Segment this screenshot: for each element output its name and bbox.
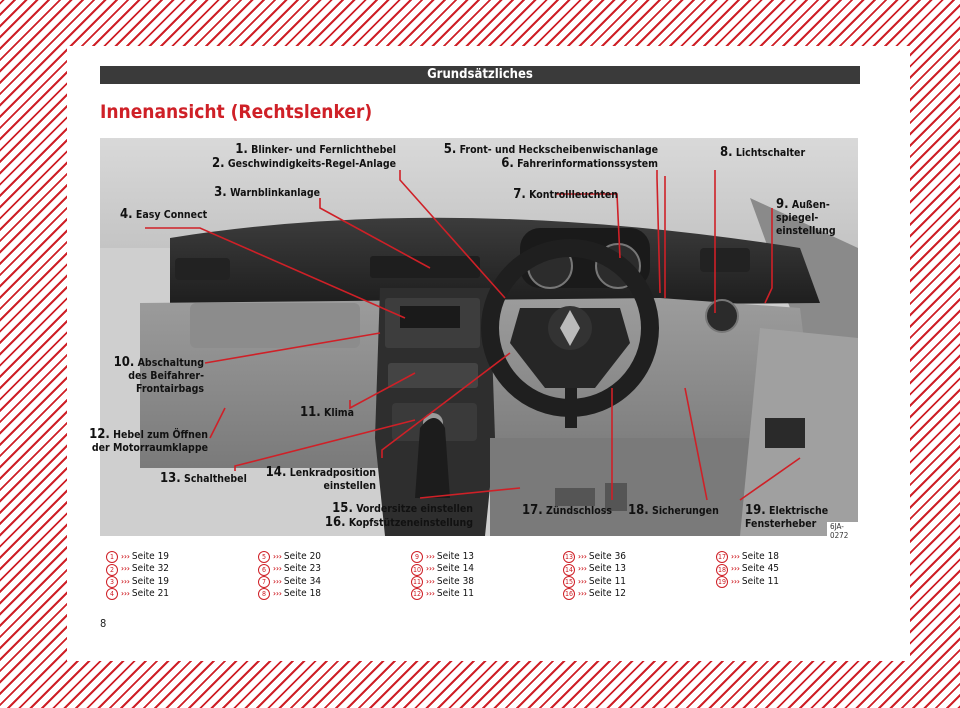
- callout-number-icon: 16: [563, 588, 575, 601]
- ref-item: 7›››Seite 34: [258, 576, 321, 588]
- label-15-16: 15. Vordersitze einstellen 16. Kopfstütz…: [324, 501, 473, 530]
- ref-item: 2›››Seite 32: [106, 563, 169, 576]
- ref-column-5: 17›››Seite 18 18›››Seite 45 19›››Seite 1…: [716, 551, 779, 588]
- callout-number-icon: 4: [106, 588, 118, 601]
- label-4: 4. Easy Connect: [120, 207, 208, 222]
- ref-item: 8›››Seite 18: [258, 588, 321, 601]
- ref-item: 9›››Seite 13: [411, 551, 474, 564]
- page-number: 8: [100, 617, 107, 630]
- label-7: 7. Kontrollleuchten: [513, 187, 618, 202]
- callout-number-icon: 12: [411, 588, 423, 601]
- callout-number-icon: 18: [716, 563, 728, 576]
- ref-item: 10›››Seite 14: [411, 563, 475, 576]
- ref-item: 1›››Seite 19: [106, 551, 169, 564]
- section-header: Grundsätzliches: [100, 66, 860, 84]
- ref-item: 14›››Seite 13: [563, 563, 627, 576]
- ref-item: 18›››Seite 45: [716, 563, 780, 576]
- ref-column-2: 5›››Seite 20 6›››Seite 23 7›››Seite 34 8…: [258, 551, 321, 601]
- label-1-2: 1. Blinker- und Fernlichthebel 2. Geschw…: [212, 142, 396, 171]
- ref-item: 3›››Seite 19: [106, 576, 169, 588]
- label-3: 3. Warnblinkanlage: [214, 185, 320, 200]
- callout-number-icon: 7: [258, 575, 270, 588]
- callout-number-icon: 19: [716, 575, 728, 588]
- label-18: 18. Sicherungen: [628, 503, 719, 518]
- ref-item: 5›››Seite 20: [258, 551, 321, 564]
- label-17: 17. Zündschloss: [522, 503, 613, 518]
- ref-item: 12›››Seite 11: [411, 588, 475, 601]
- ref-item: 4›››Seite 21: [106, 588, 169, 601]
- label-9: 9. Außen- spiegel- einstellung: [776, 197, 836, 237]
- figure-image-code: 6JA-0272: [827, 522, 858, 540]
- label-14: 14. Lenkradposition einstellen: [265, 465, 376, 492]
- callout-number-icon: 14: [563, 563, 575, 576]
- ref-item: 19›››Seite 11: [716, 575, 780, 588]
- ref-column-1: 1›››Seite 19 2›››Seite 32 3›››Seite 19 4…: [106, 551, 169, 601]
- label-19: 19. Elektrische Fensterheber: [745, 503, 829, 530]
- callout-number-icon: 1: [106, 551, 118, 564]
- ref-item: 13›››Seite 36: [563, 551, 627, 564]
- callout-number-icon: 11: [411, 575, 423, 588]
- label-5-6: 5. Front- und Heckscheibenwischanlage 6.…: [443, 142, 658, 171]
- section-header-title: Grundsätzliches: [427, 67, 533, 82]
- callout-number-icon: 15: [563, 575, 575, 588]
- ref-item: 16›››Seite 12: [563, 588, 627, 601]
- label-11: 11. Klima: [300, 405, 355, 420]
- callout-number-icon: 6: [258, 563, 270, 576]
- callout-number-icon: 3: [106, 575, 118, 588]
- label-12: 12. Hebel zum Öffnen der Motorraumklappe: [89, 427, 208, 454]
- callout-number-icon: 17: [716, 551, 728, 564]
- ref-item: 6›››Seite 23: [258, 563, 321, 576]
- dashboard-figure: 1. Blinker- und Fernlichthebel 2. Geschw…: [89, 138, 858, 540]
- ref-item: 11›››Seite 38: [411, 575, 475, 588]
- callout-number-icon: 8: [258, 588, 270, 601]
- label-10: 10. Abschaltung des Beifahrer- Frontairb…: [113, 355, 204, 395]
- label-8: 8. Lichtschalter: [720, 145, 806, 160]
- ref-item: 15›››Seite 11: [563, 575, 627, 588]
- callout-number-icon: 5: [258, 551, 270, 564]
- callout-number-icon: 10: [411, 563, 423, 576]
- callout-number-icon: 13: [563, 551, 575, 564]
- callout-number-icon: 2: [106, 563, 118, 576]
- ref-column-4: 13›››Seite 36 14›››Seite 13 15›››Seite 1…: [563, 551, 626, 601]
- page-title: Innenansicht (Rechtslenker): [100, 101, 373, 123]
- label-13: 13. Schalthebel: [160, 471, 247, 486]
- dashboard-illustration: [100, 138, 858, 536]
- callout-number-icon: 9: [411, 551, 423, 564]
- ref-item: 17›››Seite 18: [716, 551, 780, 564]
- ref-column-3: 9›››Seite 13 10›››Seite 14 11›››Seite 38…: [411, 551, 474, 601]
